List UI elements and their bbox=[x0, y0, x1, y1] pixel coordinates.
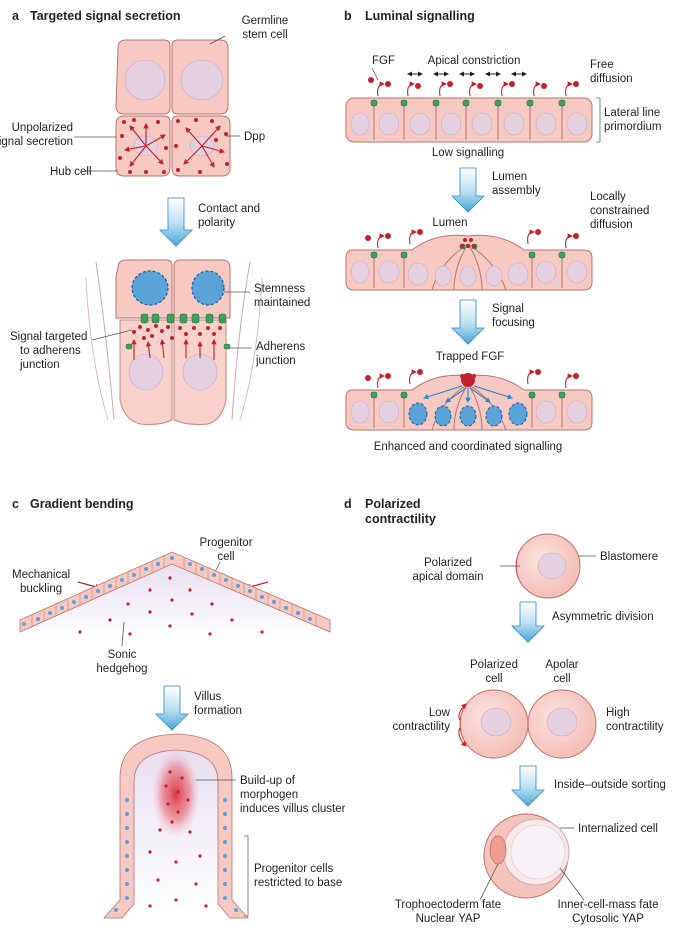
germline-label-1: Germline bbox=[242, 15, 289, 27]
low-contract-label-1: Low bbox=[429, 707, 451, 719]
signal-targeted-label-1: Signal targeted bbox=[10, 331, 87, 343]
dpp-dots bbox=[118, 118, 229, 174]
panel-b: b Luminal signalling FGF Apical constric… bbox=[344, 9, 662, 453]
hub-cell-label: Hub cell bbox=[50, 166, 92, 178]
locally-label-1: Locally bbox=[590, 191, 626, 203]
apical-constriction-label: Apical constriction bbox=[428, 55, 521, 67]
sonic-label-1: Sonic bbox=[108, 649, 137, 661]
restricted-label-1: Progenitor cells bbox=[254, 863, 334, 875]
panel-d-letter: d bbox=[344, 497, 352, 511]
lumen-assembly-arrow bbox=[451, 167, 485, 213]
blastomere-label: Blastomere bbox=[600, 551, 658, 563]
mechanical-label-2: buckling bbox=[20, 583, 62, 595]
icm-label-2: Cytosolic YAP bbox=[572, 913, 644, 925]
progenitor-label-1: Progenitor bbox=[199, 537, 252, 549]
dpp-label: Dpp bbox=[244, 131, 265, 143]
panel-a-title: Targeted signal secretion bbox=[30, 9, 181, 23]
locally-label-3: diffusion bbox=[590, 219, 633, 231]
fgf-label: FGF bbox=[372, 55, 395, 67]
asymmetric-label: Asymmetric division bbox=[552, 611, 654, 623]
polarized-niche bbox=[85, 259, 263, 425]
buildup-label-3: induces villus cluster bbox=[240, 803, 346, 815]
panel-a: a Targeted signal secretion bbox=[0, 9, 310, 425]
signal-focusing-arrow bbox=[451, 299, 485, 345]
polarized-apical-label-2: apical domain bbox=[413, 571, 484, 583]
villus-formation-arrow bbox=[155, 685, 189, 731]
polarized-cell-label-2: cell bbox=[485, 673, 502, 685]
lumen-assembly-label-2: assembly bbox=[492, 185, 541, 197]
adherens-label-1: Adherens bbox=[256, 341, 305, 353]
signal-focusing-label-1: Signal bbox=[492, 303, 524, 315]
asymmetric-division-arrow bbox=[511, 601, 545, 643]
lumen-assembly-label-1: Lumen bbox=[492, 171, 527, 183]
contact-label-1: Contact and bbox=[198, 203, 260, 215]
primordium-row-1 bbox=[345, 97, 593, 143]
tropho-label-1: Trophoectoderm fate bbox=[395, 899, 501, 911]
panel-a-letter: a bbox=[12, 9, 20, 23]
sorted-embryo bbox=[483, 813, 570, 899]
polarized-apical-label-1: Polarized bbox=[424, 557, 472, 569]
villus-label-1: Villus bbox=[194, 691, 222, 703]
progenitor-label-2: cell bbox=[217, 551, 234, 563]
germline-stem-cells bbox=[115, 39, 229, 115]
trapped-fgf-label: Trapped FGF bbox=[436, 351, 505, 363]
low-contract-label-2: contractility bbox=[392, 721, 450, 733]
panel-c-title: Gradient bending bbox=[30, 497, 133, 511]
internalized-label: Internalized cell bbox=[578, 823, 658, 835]
unpolarized-label-1: Unpolarized bbox=[12, 122, 73, 134]
adherens-label-2: junction bbox=[255, 355, 296, 367]
fgf-release-row-1 bbox=[368, 77, 579, 97]
primordium-row-3 bbox=[345, 369, 593, 431]
lateral-line-label-1: Lateral line bbox=[604, 107, 660, 119]
free-diffusion-label-2: diffusion bbox=[590, 73, 633, 85]
inside-outside-label: Inside–outside sorting bbox=[554, 779, 666, 791]
low-signalling-label: Low signalling bbox=[432, 147, 504, 159]
signal-focusing-label-2: focusing bbox=[492, 317, 535, 329]
lateral-line-label-2: primordium bbox=[604, 121, 662, 133]
high-contract-label-1: High bbox=[606, 707, 630, 719]
contact-label-2: polarity bbox=[198, 217, 235, 229]
restricted-label-2: restricted to base bbox=[254, 877, 342, 889]
panel-d-title-1: Polarized bbox=[365, 497, 421, 511]
inside-outside-arrow bbox=[511, 765, 545, 807]
panel-d-title-2: contractility bbox=[365, 512, 436, 526]
enhanced-label: Enhanced and coordinated signalling bbox=[374, 441, 563, 453]
unpolarized-label-2: signal secretion bbox=[0, 136, 73, 148]
free-diffusion-label-1: Free bbox=[590, 59, 614, 71]
villus bbox=[103, 733, 249, 919]
contact-polarity-arrow bbox=[159, 197, 193, 247]
tropho-label-2: Nuclear YAP bbox=[416, 913, 481, 925]
signal-targeted-label-3: junction bbox=[19, 359, 60, 371]
buckled-epithelium bbox=[19, 551, 331, 640]
apolar-label-1: Apolar bbox=[545, 659, 578, 671]
lumen-label: Lumen bbox=[432, 217, 467, 229]
panel-b-title: Luminal signalling bbox=[365, 9, 475, 23]
hub-cells bbox=[115, 115, 231, 177]
panel-d: d Polarized contractility Polarized apic… bbox=[344, 497, 666, 925]
locally-label-2: constrained bbox=[590, 205, 649, 217]
two-cell-stage bbox=[458, 689, 597, 759]
signal-targeted-label-2: to adherens bbox=[20, 345, 81, 357]
stemness-label-2: maintained bbox=[254, 297, 310, 309]
sonic-label-2: hedgehog bbox=[96, 663, 147, 675]
panel-c-letter: c bbox=[12, 497, 19, 511]
stemness-label-1: Stemness bbox=[254, 283, 305, 295]
apolar-label-2: cell bbox=[553, 673, 570, 685]
buildup-label-2: morphogen bbox=[240, 789, 298, 801]
panel-b-letter: b bbox=[344, 9, 352, 23]
mechanical-label-1: Mechanical bbox=[12, 569, 70, 581]
polarized-cell-label-1: Polarized bbox=[470, 659, 518, 671]
blastomere bbox=[515, 533, 581, 599]
dpp-secretion-arrows bbox=[123, 122, 226, 168]
villus-label-2: formation bbox=[194, 705, 242, 717]
germline-label-2: stem cell bbox=[242, 29, 287, 41]
high-contract-label-2: contractility bbox=[606, 721, 664, 733]
primordium-row-2 bbox=[345, 229, 593, 291]
panel-c: c Gradient bending Progenitor cell Mecha… bbox=[12, 497, 346, 919]
icm-label-1: Inner-cell-mass fate bbox=[558, 899, 659, 911]
buildup-label-1: Build-up of bbox=[240, 775, 296, 787]
